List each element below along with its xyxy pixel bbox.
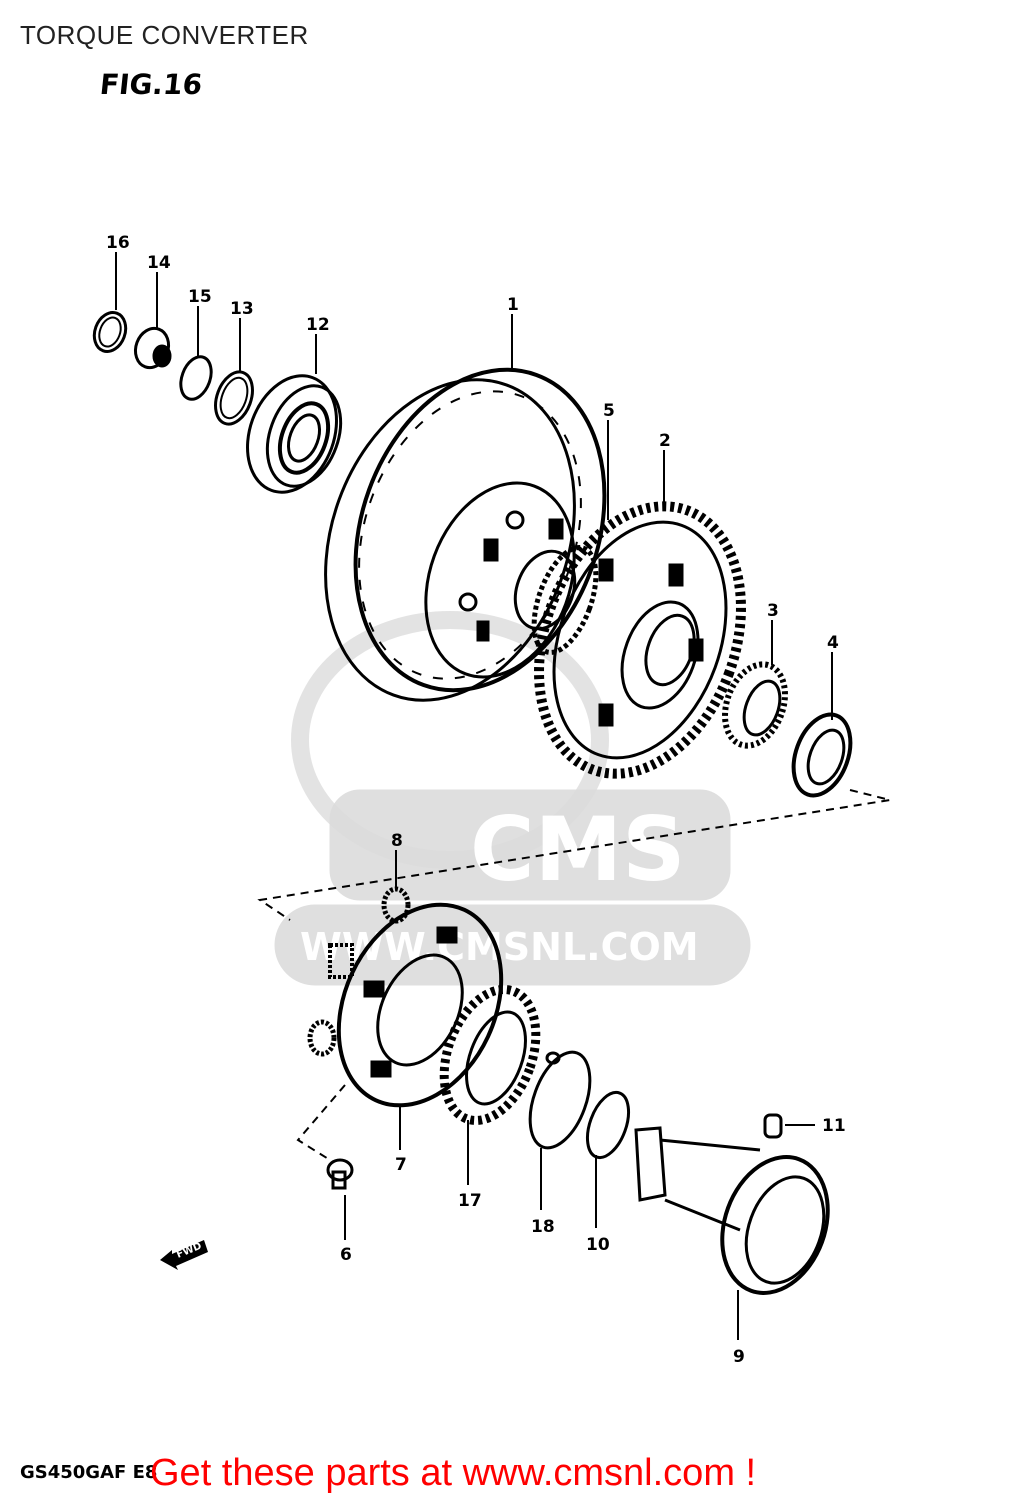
cta-link[interactable]: Get these parts at www.cmsnl.com ! xyxy=(150,1452,757,1494)
callout-14: 14 xyxy=(147,253,171,273)
callout-4: 4 xyxy=(827,633,839,653)
part-1-converter-housing[interactable] xyxy=(283,335,648,736)
model-code: GS450GAF E8 xyxy=(20,1462,158,1483)
callout-16: 16 xyxy=(106,233,130,253)
part-14-cap[interactable] xyxy=(130,324,174,373)
part-16-circlip[interactable] xyxy=(89,308,131,356)
callout-9: 9 xyxy=(733,1347,745,1367)
callout-12: 12 xyxy=(306,315,330,335)
callout-10: 10 xyxy=(586,1235,610,1255)
part-4-washer[interactable] xyxy=(783,707,861,804)
part-12-bearing[interactable] xyxy=(232,363,354,504)
part-3-needle-bearing[interactable] xyxy=(714,656,795,754)
part-7-clutch-plate[interactable] xyxy=(308,878,533,1132)
part-2-driven-gear[interactable] xyxy=(504,478,777,802)
callout-17: 17 xyxy=(458,1191,482,1211)
part-15-ring[interactable] xyxy=(175,353,216,404)
assembly-divider xyxy=(257,789,891,921)
callout-15: 15 xyxy=(188,287,212,307)
callout-18: 18 xyxy=(531,1217,555,1237)
callout-5: 5 xyxy=(603,401,615,421)
assembly-divider-lower xyxy=(296,1084,346,1161)
callout-3: 3 xyxy=(767,601,779,621)
leader-lines xyxy=(115,252,833,1340)
callout-7: 7 xyxy=(395,1155,407,1175)
part-6-bolt[interactable] xyxy=(326,1158,354,1190)
callout-11: 11 xyxy=(822,1116,846,1136)
part-5-hub-gear[interactable] xyxy=(522,539,608,660)
callout-8: 8 xyxy=(391,831,403,851)
callout-13: 13 xyxy=(230,299,254,319)
part-17-sprag-gear[interactable] xyxy=(427,977,552,1134)
part-18-ring[interactable] xyxy=(518,1044,601,1156)
callout-2: 2 xyxy=(659,431,671,451)
fwd-arrow-icon: FWD xyxy=(160,1240,208,1270)
callout-1: 1 xyxy=(507,295,519,315)
callout-6: 6 xyxy=(340,1245,352,1265)
spring-icon xyxy=(307,943,354,1057)
page-title: TORQUE CONVERTER xyxy=(20,20,309,50)
part-9-output-shaft[interactable] xyxy=(634,1126,846,1308)
callout-labels: 16 14 15 13 12 1 5 2 3 4 8 7 17 18 10 11… xyxy=(106,233,846,1367)
part-11-pin[interactable] xyxy=(763,1113,783,1139)
part-13-circlip[interactable] xyxy=(209,367,259,429)
